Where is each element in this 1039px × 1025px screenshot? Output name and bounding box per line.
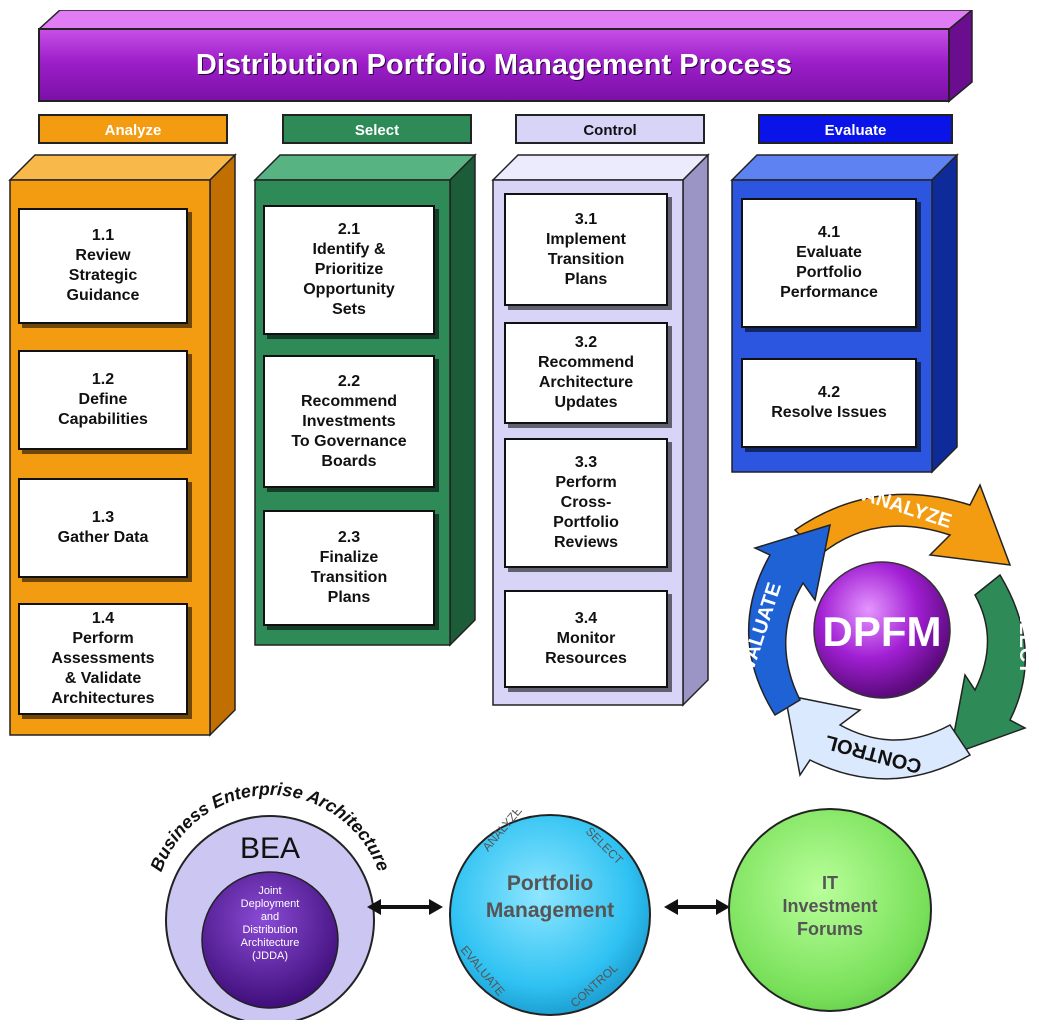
step-1-1: 1.1 Review Strategic Guidance	[18, 208, 188, 324]
page-title: Distribution Portfolio Management Proces…	[195, 49, 793, 81]
dpfm-cycle: DPFM ANALYZE SELECT CONTROL EVALUATE	[733, 483, 1037, 780]
step-4-2: 4.2 Resolve Issues	[741, 358, 917, 448]
jdda-circle	[201, 871, 339, 1009]
bea-portfolio-connector	[367, 899, 443, 915]
dpfm-label: DPFM	[823, 608, 942, 655]
step-3-1: 3.1 Implement Transition Plans	[504, 193, 668, 306]
control-arrow	[784, 694, 972, 780]
it-investment-circle	[728, 808, 932, 1012]
title-banner	[38, 28, 950, 102]
jdda-label: Joint Deployment and Distribution Archit…	[240, 885, 300, 962]
phase-label-evaluate: Evaluate	[758, 114, 953, 144]
analyze-arrow	[793, 483, 1012, 566]
bea-diagram: Business Enterprise Architecture BEA	[146, 779, 394, 1020]
evaluate-arrow	[748, 523, 831, 717]
step-1-2: 1.2 Define Capabilities	[18, 350, 188, 450]
step-1-3: 1.3 Gather Data	[18, 478, 188, 578]
dpfm-center-circle	[813, 561, 951, 699]
banner-side-face	[948, 10, 973, 103]
it-investment-title: IT Investment Forums	[782, 873, 878, 939]
phase-label-analyze: Analyze	[38, 114, 228, 144]
portfolio-title: Portfolio Management	[485, 872, 615, 922]
bea-title: BEA	[240, 832, 300, 865]
phase-label-control: Control	[515, 114, 705, 144]
step-1-4: 1.4 Perform Assessments & Validate Archi…	[18, 603, 188, 715]
step-3-2: 3.2 Recommend Architecture Updates	[504, 322, 668, 424]
portfolio-it-connector	[664, 899, 730, 915]
step-2-1: 2.1 Identify & Prioritize Opportunity Se…	[263, 205, 435, 335]
cycle-select-label: SELECT	[1015, 596, 1037, 675]
step-4-1: 4.1 Evaluate Portfolio Performance	[741, 198, 917, 328]
portfolio-diagram: ANALYZE SELECT EVALUATE CONTROL	[449, 810, 651, 1016]
portfolio-circle	[449, 814, 651, 1016]
step-2-2: 2.2 Recommend Investments To Governance …	[263, 355, 435, 488]
step-3-4: 3.4 Monitor Resources	[504, 590, 668, 688]
banner-top-face	[38, 10, 972, 30]
phase-label-select: Select	[282, 114, 472, 144]
step-2-3: 2.3 Finalize Transition Plans	[263, 510, 435, 626]
step-3-3: 3.3 Perform Cross- Portfolio Reviews	[504, 438, 668, 568]
select-arrow	[949, 573, 1027, 757]
